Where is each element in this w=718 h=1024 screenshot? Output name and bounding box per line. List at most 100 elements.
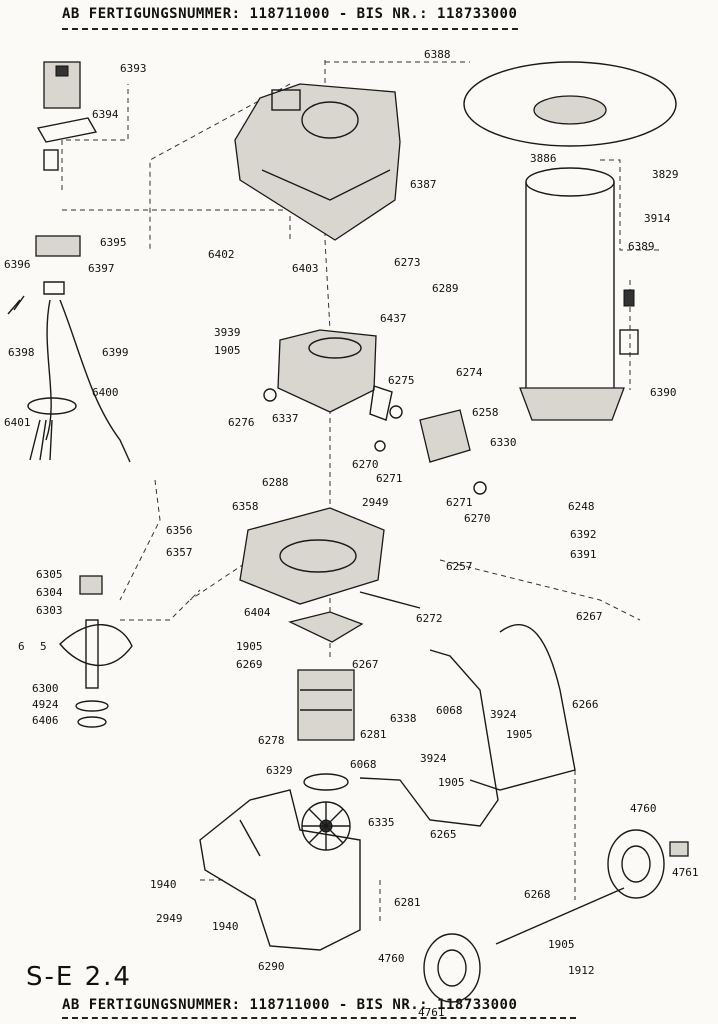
part-label-6357: 6357 [166,546,193,559]
part-label-6338: 6338 [390,712,417,725]
part-label-3924: 3924 [490,708,517,721]
part-label-3829: 3829 [652,168,679,181]
wiring-harness [7,235,131,463]
part-label-6276: 6276 [228,416,255,429]
part-label-3886: 3886 [530,152,557,165]
part-label-6400: 6400 [92,386,119,399]
part-label-1905: 1905 [236,640,263,653]
section-code: S-E 2.4 [26,962,132,992]
motor [288,611,364,791]
part-label-6258: 6258 [472,406,499,419]
part-label-6271: 6271 [446,496,473,509]
part-label-6389: 6389 [628,240,655,253]
feed-tube [519,167,639,421]
part-label-6267: 6267 [352,658,379,671]
part-label-6399: 6399 [102,346,129,359]
part-label-6266: 6266 [572,698,599,711]
part-label-6406: 6406 [32,714,59,727]
part-label-6281: 6281 [394,896,421,909]
part-label-6248: 6248 [568,500,595,513]
part-label-6300: 6300 [32,682,59,695]
part-label-6392: 6392 [570,528,597,541]
part-label-6288: 6288 [262,476,289,489]
part-label-1905: 1905 [438,776,465,789]
part-label-6396: 6396 [4,258,31,271]
part-label-4924: 4924 [32,698,59,711]
part-label-6274: 6274 [456,366,483,379]
part-label-6388: 6388 [424,48,451,61]
header-bottom: AB FERTIGUNGSNUMMER: 118711000 - BIS NR.… [62,997,517,1013]
header-top-prefix: AB FERTIGUNGSNUMMER: [62,6,241,22]
part-label-6289: 6289 [432,282,459,295]
header-bottom-from: 118711000 [249,997,330,1013]
part-label-6356: 6356 [166,524,193,537]
part-label-1940: 1940 [150,878,177,891]
part-label-6305: 6305 [36,568,63,581]
part-label-1940: 1940 [212,920,239,933]
part-label-4761: 4761 [418,1006,445,1019]
base-housing [239,507,421,609]
part-label-2949: 2949 [156,912,183,925]
part-label-6395: 6395 [100,236,127,249]
frame [359,624,576,827]
part-label-6275: 6275 [388,374,415,387]
part-label-6268: 6268 [524,888,551,901]
part-label-6393: 6393 [120,62,147,75]
part-label-4760: 4760 [378,952,405,965]
part-label-6329: 6329 [266,764,293,777]
part-label-1905: 1905 [214,344,241,357]
part-label-6267: 6267 [576,610,603,623]
header-top-from: 118711000 [249,6,330,22]
part-label-6390: 6390 [650,386,677,399]
header-bottom-mid: - BIS NR.: [338,997,429,1013]
part-label-6: 6 [18,640,25,653]
fan [301,801,351,851]
part-label-6068: 6068 [350,758,377,771]
wheels-axle [423,829,689,1003]
part-label-6265: 6265 [430,828,457,841]
part-label-6397: 6397 [88,262,115,275]
part-label-6303: 6303 [36,604,63,617]
header-top-to: 118733000 [437,6,518,22]
part-label-6391: 6391 [570,548,597,561]
part-labels: 6393639463886387388638293914638963956396… [4,48,699,1019]
header-top-underline [62,28,518,30]
part-label-2949: 2949 [362,496,389,509]
part-label-4761: 4761 [672,866,699,879]
part-label-6272: 6272 [416,612,443,625]
part-label-6257: 6257 [446,560,473,573]
header-top: AB FERTIGUNGSNUMMER: 118711000 - BIS NR.… [62,6,517,22]
part-label-6269: 6269 [236,658,263,671]
switch-housing [36,61,98,171]
part-label-5: 5 [40,640,47,653]
part-label-6437: 6437 [380,312,407,325]
part-label-6068: 6068 [436,704,463,717]
part-label-6387: 6387 [410,178,437,191]
auger [59,575,133,728]
part-label-6281: 6281 [360,728,387,741]
part-label-6270: 6270 [352,458,379,471]
part-label-6337: 6337 [272,412,299,425]
part-label-3939: 3939 [214,326,241,339]
hopper-cover [234,83,401,241]
part-label-1905: 1905 [506,728,533,741]
header-top-mid: - BIS NR.: [338,6,429,22]
part-label-6403: 6403 [292,262,319,275]
part-label-6401: 6401 [4,416,31,429]
part-label-6273: 6273 [394,256,421,269]
part-label-1912: 1912 [568,964,595,977]
part-label-6304: 6304 [36,586,63,599]
part-label-6270: 6270 [464,512,491,525]
part-label-1905: 1905 [548,938,575,951]
header-bottom-underline [62,1017,576,1019]
motor-mount [263,329,377,413]
discharge-chute [199,789,361,951]
part-label-6330: 6330 [490,436,517,449]
part-label-6402: 6402 [208,248,235,261]
part-label-6278: 6278 [258,734,285,747]
part-label-6398: 6398 [8,346,35,359]
funnel [463,61,677,147]
header-bottom-prefix: AB FERTIGUNGSNUMMER: [62,997,241,1013]
part-label-6358: 6358 [232,500,259,513]
